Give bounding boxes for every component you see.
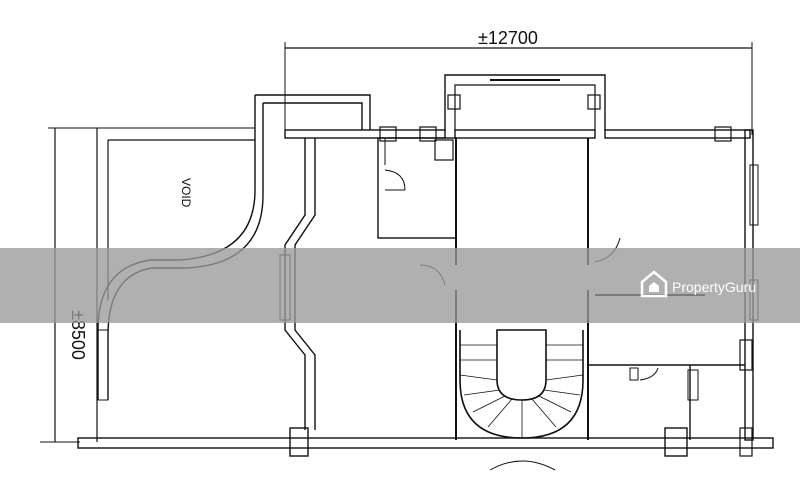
spiral-staircase <box>459 329 584 471</box>
void-label: VOID <box>179 178 193 208</box>
bottom-wall <box>77 427 774 457</box>
watermark-text: PropertyGuru <box>672 279 756 295</box>
width-dimension-label: ±12700 <box>478 28 538 48</box>
small-room <box>377 137 457 239</box>
width-dimension-line <box>284 42 753 135</box>
propertyguru-logo-icon <box>640 270 668 298</box>
curved-wall <box>97 94 371 401</box>
bay-window <box>444 74 606 130</box>
top-wall <box>284 126 751 142</box>
